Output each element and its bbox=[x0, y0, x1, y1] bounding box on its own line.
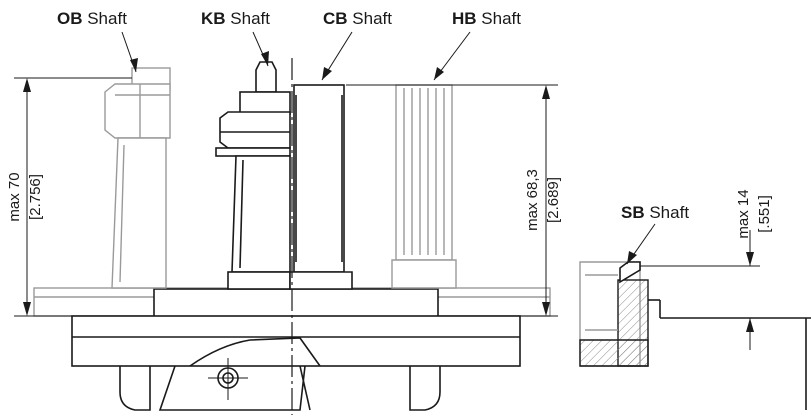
label-kb-shaft: KB Shaft bbox=[201, 9, 270, 28]
dimension-left bbox=[14, 77, 132, 317]
label-hb-shaft: HB Shaft bbox=[452, 9, 521, 28]
label-cb-shaft: CB Shaft bbox=[323, 9, 392, 28]
dim-sb-mm: max 14 bbox=[735, 189, 752, 238]
leader-lines bbox=[121, 31, 656, 265]
base-plate bbox=[71, 315, 521, 367]
sb-shaft-detail bbox=[579, 230, 811, 410]
dim-left-mm: max 70 bbox=[6, 172, 23, 221]
kb-shaft bbox=[215, 61, 291, 290]
ob-shaft bbox=[104, 67, 171, 289]
raised-flange bbox=[153, 288, 439, 318]
housing bbox=[33, 287, 551, 411]
dim-right-in: [2.689] bbox=[545, 177, 562, 223]
cb-shaft bbox=[289, 84, 353, 290]
hb-shaft bbox=[391, 84, 457, 289]
dim-left-in: [2.756] bbox=[27, 174, 44, 220]
dim-right-mm: max 68,3 bbox=[524, 169, 541, 231]
dimension-right bbox=[346, 84, 558, 317]
label-ob-shaft: OB Shaft bbox=[57, 9, 127, 28]
label-sb-shaft: SB Shaft bbox=[621, 203, 689, 222]
dim-sb-in: [.551] bbox=[756, 195, 773, 233]
